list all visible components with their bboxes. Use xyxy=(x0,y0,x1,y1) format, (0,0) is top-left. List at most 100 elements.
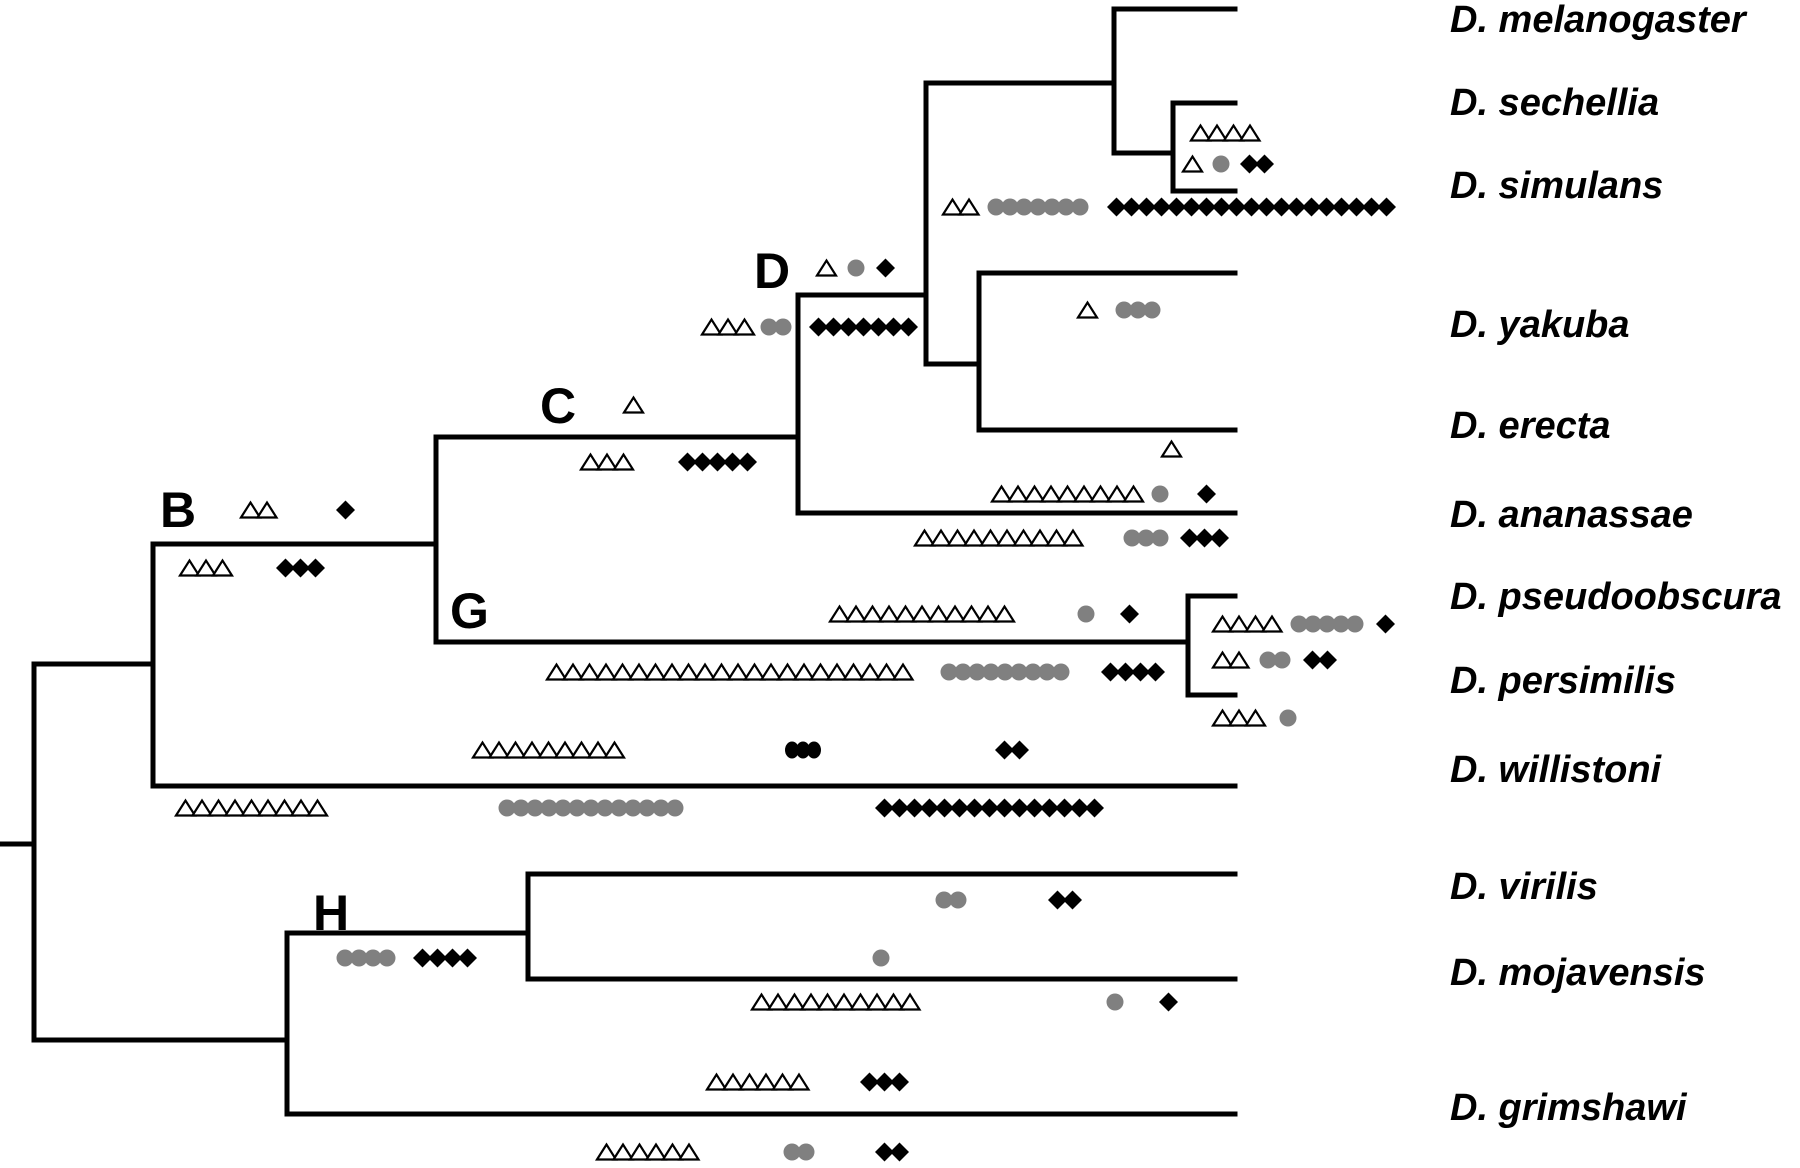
triangle-marker xyxy=(875,662,898,681)
triangle-marker xyxy=(273,798,296,817)
annotation-row-C-below xyxy=(579,452,757,472)
species-label-melanogaster: D. melanogaster xyxy=(1450,0,1748,41)
grey-circle-marker xyxy=(512,799,530,817)
diamond-marker xyxy=(950,798,969,818)
triangle-marker xyxy=(776,662,799,681)
species-labels: D. melanogaster D. sechellia D. simulans… xyxy=(1450,0,1782,1129)
triangle-marker xyxy=(1061,528,1085,547)
grey-circle-marker xyxy=(1043,198,1061,216)
diamond-marker xyxy=(809,317,828,337)
triangle-marker xyxy=(1227,614,1251,633)
node-label-G: G xyxy=(450,583,489,639)
triangle-marker xyxy=(1211,708,1234,727)
triangle-marker xyxy=(716,317,740,336)
grey-circle-marker xyxy=(949,891,967,909)
diamond-marker xyxy=(1122,197,1141,217)
diamond-marker xyxy=(1040,798,1059,818)
triangle-marker xyxy=(240,798,263,817)
triangle-marker xyxy=(891,662,915,681)
triangle-marker xyxy=(993,604,1016,623)
triangle-marker xyxy=(832,992,856,1011)
triangle-marker xyxy=(771,1072,794,1091)
diamond-marker xyxy=(1131,662,1150,682)
annotation-row-melanogaster-subgroup-below xyxy=(941,197,1396,217)
triangle-marker xyxy=(816,992,839,1011)
diamond-marker xyxy=(1137,197,1156,217)
annotation-row-G-above xyxy=(828,604,1139,624)
diamond-marker xyxy=(458,948,477,968)
triangle-marker xyxy=(1211,650,1234,669)
diamond-marker xyxy=(1318,650,1337,670)
diamond-marker xyxy=(1159,992,1178,1012)
triangle-marker xyxy=(622,395,645,414)
triangle-marker xyxy=(894,604,917,623)
diamond-marker xyxy=(1085,798,1104,818)
diamond-marker xyxy=(1107,197,1126,217)
triangle-marker xyxy=(828,604,851,623)
grey-circle-marker xyxy=(1077,605,1095,623)
triangle-marker xyxy=(628,1142,651,1161)
triangle-marker xyxy=(910,604,934,623)
triangle-marker xyxy=(579,452,602,471)
species-label-simulans: D. simulans xyxy=(1450,165,1663,207)
triangle-marker xyxy=(677,662,700,681)
grey-circle-marker xyxy=(1038,663,1056,681)
grey-circle-marker xyxy=(1010,663,1028,681)
annotation-row-sechellia-below xyxy=(1189,123,1262,142)
triangle-marker xyxy=(766,992,790,1011)
diamond-marker xyxy=(336,500,355,520)
triangle-marker xyxy=(842,662,865,681)
annotation-row-simulans-above xyxy=(1181,154,1274,174)
diamond-marker xyxy=(875,1142,894,1162)
diamond-marker xyxy=(1152,197,1171,217)
triangle-marker xyxy=(1227,708,1251,727)
diamond-marker xyxy=(1180,528,1199,548)
triangle-marker xyxy=(976,604,1000,623)
diamond-marker xyxy=(1303,650,1322,670)
triangle-marker xyxy=(943,604,967,623)
diamond-marker xyxy=(935,798,954,818)
triangle-marker xyxy=(815,258,838,277)
grey-circle-marker xyxy=(774,318,792,336)
grey-circle-marker xyxy=(568,799,586,817)
triangle-marker xyxy=(1222,123,1245,142)
annotation-row-D-below xyxy=(700,317,918,337)
triangle-marker xyxy=(1122,484,1145,503)
triangle-marker xyxy=(809,662,832,681)
diamond-marker xyxy=(1197,197,1216,217)
diamond-marker xyxy=(1101,662,1120,682)
annotation-row-pseudoobscura-below xyxy=(1211,614,1395,634)
diamond-marker xyxy=(291,558,310,578)
grey-circle-marker xyxy=(1318,615,1336,633)
diamond-marker xyxy=(1146,662,1165,682)
triangle-marker xyxy=(190,798,214,817)
triangle-marker xyxy=(1238,123,1262,142)
triangle-marker xyxy=(537,740,560,759)
triangle-marker xyxy=(194,558,218,577)
triangle-marker xyxy=(504,740,527,759)
triangle-marker xyxy=(207,798,230,817)
grey-circle-marker xyxy=(760,318,778,336)
triangle-marker xyxy=(545,662,568,681)
grey-circle-marker xyxy=(350,949,368,967)
triangle-marker xyxy=(471,740,494,759)
triangle-marker xyxy=(787,1072,811,1091)
triangle-marker xyxy=(927,604,950,623)
diamond-marker xyxy=(860,1072,879,1092)
triangle-marker xyxy=(223,798,247,817)
annotation-row-grimshawi-below xyxy=(595,1142,909,1162)
triangle-marker xyxy=(995,528,1019,547)
grey-circle-marker xyxy=(336,949,354,967)
grey-circle-marker xyxy=(1106,993,1124,1011)
grey-circle-marker xyxy=(1290,615,1308,633)
triangle-marker xyxy=(941,197,964,216)
grey-circle-marker xyxy=(540,799,558,817)
grey-circle-marker xyxy=(1001,198,1019,216)
triangle-marker xyxy=(578,662,601,681)
annotation-row-virilis-above xyxy=(935,890,1082,910)
triangle-marker xyxy=(1244,708,1267,727)
triangle-marker xyxy=(792,662,816,681)
grey-circle-marker xyxy=(652,799,670,817)
triangle-marker xyxy=(1089,484,1112,503)
diamond-marker xyxy=(1227,197,1246,217)
